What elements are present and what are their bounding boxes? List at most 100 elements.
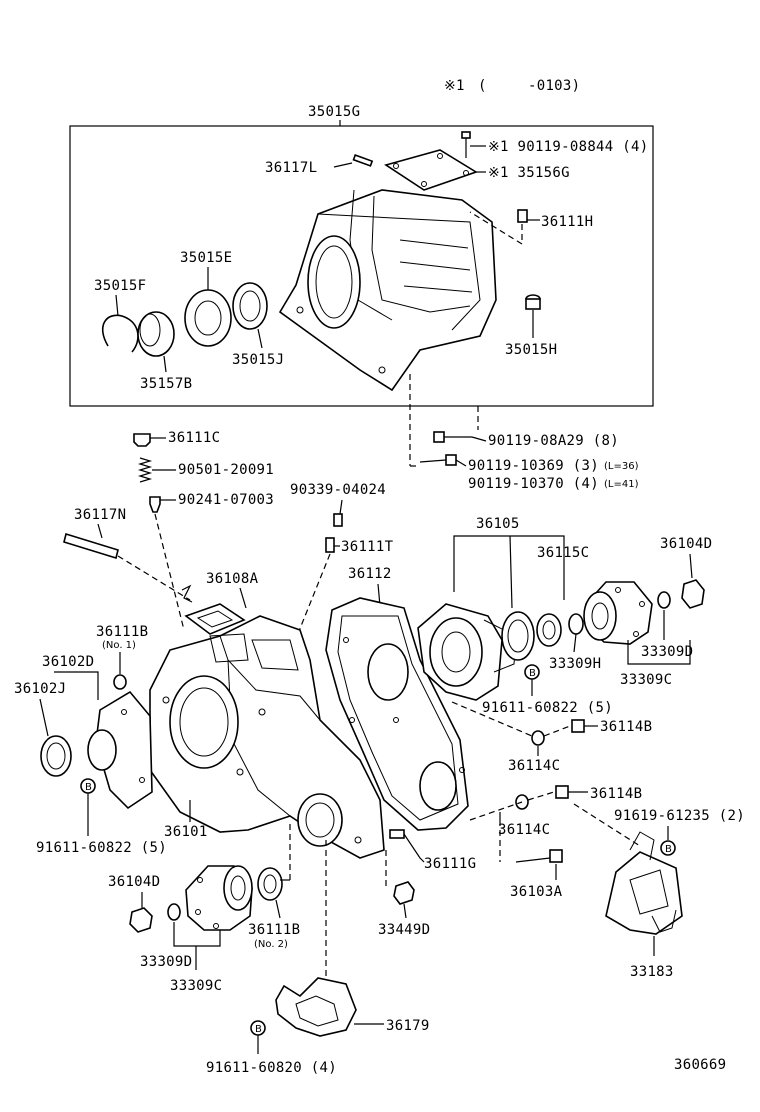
rear-case-hole (459, 767, 465, 773)
spring-90501-20091 (137, 457, 153, 483)
housing-36105-bore-inner (441, 631, 471, 673)
pin-36111G (389, 829, 405, 839)
cover-hole (121, 709, 127, 715)
label-36102D: 36102D (42, 654, 94, 670)
label-35157B: 35157B (140, 376, 192, 392)
label-36117L: 36117L (265, 160, 317, 176)
label-35015E: 35015E (180, 250, 232, 266)
case-hole (354, 836, 362, 844)
label-90501-20091: 90501-20091 (178, 462, 274, 478)
label-36114C-a: 36114C (508, 758, 560, 774)
leader-36105-bracket (453, 535, 565, 600)
label-90339-04024: 90339-04024 (290, 482, 386, 498)
dash-36114B-b (527, 791, 555, 801)
rear-case-bore-lower (419, 761, 457, 811)
housing-line (403, 285, 473, 293)
housing-line (399, 239, 469, 249)
bolt-marker-b-right-text: B (529, 668, 536, 679)
flange-hub-right (583, 591, 617, 641)
cover-plate-35156G (384, 149, 478, 191)
label-33309D-left: 33309D (140, 954, 192, 970)
label-36111H: 36111H (541, 214, 593, 230)
label-90119-10370: 90119-10370 (4) (468, 476, 599, 492)
nut-36104D-left (129, 907, 153, 933)
bolt-shank-10369 (419, 459, 447, 463)
label-35156G: ※1 35156G (488, 165, 570, 181)
label-35015F: 35015F (94, 278, 146, 294)
figure-number: 360669 (674, 1057, 726, 1073)
seal-33309H (568, 613, 584, 635)
label-90119-10369: 90119-10369 (3) (468, 458, 599, 474)
label-90119-10369-length: (L=36) (604, 461, 639, 472)
seal-36111B-no2-inner (263, 874, 277, 894)
bearing-35015E-inner (194, 300, 222, 336)
label-36105: 36105 (476, 516, 520, 532)
leader-35157B (163, 355, 167, 373)
case-hole (236, 768, 244, 776)
bolt-36114B-a (571, 719, 585, 733)
label-35015H: 35015H (505, 342, 557, 358)
seal-36105 (501, 611, 535, 661)
washer-36114C-a (531, 730, 545, 746)
washer-33309D-right (657, 591, 671, 609)
bolt-shank-36103A (515, 857, 551, 863)
rear-case-flange (337, 615, 459, 821)
leader-36117L (333, 162, 353, 168)
label-33309C-right: 33309C (620, 672, 672, 688)
seal-35015J-inner (239, 290, 261, 322)
note-open-paren: ( (478, 78, 487, 94)
flange-stud (213, 923, 219, 929)
snap-ring-35015F (102, 314, 139, 353)
label-36112: 36112 (348, 566, 392, 582)
bolt-head-90119-08844 (461, 131, 471, 139)
leader-33309H (573, 633, 577, 653)
plug-36111B-no1 (113, 674, 127, 690)
seal-36102J (40, 735, 72, 777)
leader-36102D (54, 671, 99, 700)
sleeve-35157B-inner (139, 313, 161, 347)
plug-33449D (393, 881, 415, 905)
dash-36114C-a (451, 701, 533, 737)
label-35015J: 35015J (232, 352, 284, 368)
leader-36108A-b (181, 584, 193, 603)
label-33183: 33183 (630, 964, 674, 980)
flange-stud (197, 877, 203, 883)
rear-case-hole (393, 717, 399, 723)
label-90119-08844: ※1 90119-08844 (4) (488, 139, 648, 155)
dash-36111C (154, 513, 185, 631)
case-top-boss (251, 639, 299, 671)
leader-35015F (115, 294, 119, 317)
label-36117N: 36117N (74, 507, 126, 523)
label-33309H: 33309H (549, 656, 601, 672)
label-91611-60822-right: 91611-60822 (5) (482, 700, 613, 716)
label-36114B-b: 36114B (590, 786, 642, 802)
bolt-marker-b-left-text: B (85, 782, 92, 793)
seal-36105-inner (507, 619, 529, 653)
housing-edge (317, 213, 481, 331)
label-36111T: 36111T (341, 539, 394, 555)
label-36102J: 36102J (14, 681, 66, 697)
case-bore-inner (179, 687, 229, 757)
leader-36104D-right (689, 553, 693, 579)
cover-hole (393, 163, 399, 169)
dash-36114C-b (469, 801, 523, 821)
case-hole (162, 696, 170, 704)
label-36111B-no1: 36111B (96, 624, 148, 640)
washer-33309D-left (167, 903, 181, 921)
cover-hole (437, 153, 443, 159)
bolt-marker-b-sensor (660, 840, 676, 856)
label-91611-60822-left: 91611-60822 (5) (36, 840, 167, 856)
case-edge (219, 635, 321, 721)
housing-bore-inner (315, 245, 353, 319)
dash-36117N (117, 555, 191, 601)
bearing-36115C-inner (542, 620, 556, 640)
bolt-head-90119-10369 (445, 454, 457, 466)
pin-90241-07003 (149, 496, 161, 513)
leader-90119-08A29 (471, 436, 487, 442)
rear-case-hole (349, 717, 355, 723)
leader-33309C-left-bracket (173, 922, 221, 947)
rear-case-hole (343, 637, 349, 643)
dash-36111H (469, 211, 523, 245)
